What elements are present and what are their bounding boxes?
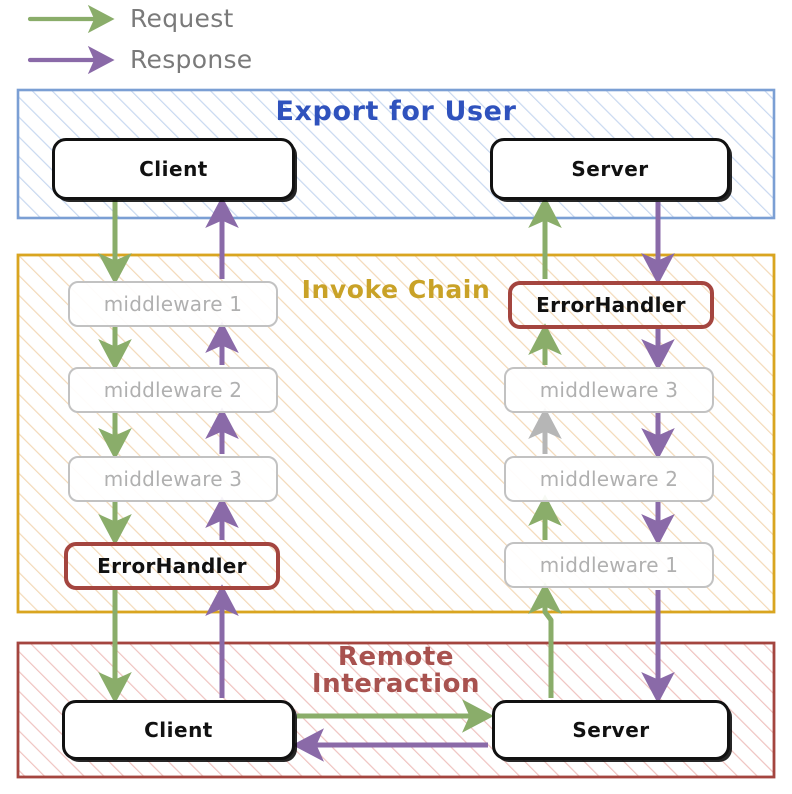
group-title-export-for-user: Export for User — [275, 96, 517, 127]
node-right-middleware-1-label: middleware 1 — [539, 553, 679, 577]
group-title-remote-interaction: Remote Interaction — [311, 642, 481, 700]
node-right-middleware-1[interactable]: middleware 1 — [504, 542, 714, 588]
response-flow-arrows — [205, 196, 675, 762]
node-right-middleware-3-label: middleware 3 — [539, 378, 679, 402]
node-left-middleware-3[interactable]: middleware 3 — [68, 456, 278, 502]
node-left-middleware-2-label: middleware 2 — [103, 378, 243, 402]
node-right-middleware-2[interactable]: middleware 2 — [504, 456, 714, 502]
request-flow-arrows — [98, 196, 562, 733]
group-title-invoke-chain: Invoke Chain — [301, 275, 491, 304]
node-right-middleware-3[interactable]: middleware 3 — [504, 367, 714, 413]
node-bottom-client[interactable]: Client — [62, 700, 295, 760]
legend-label-request: Request — [130, 4, 234, 33]
node-top-server-label: Server — [571, 157, 649, 181]
node-right-error-handler[interactable]: ErrorHandler — [508, 281, 714, 329]
node-left-middleware-2[interactable]: middleware 2 — [68, 367, 278, 413]
legend-label-response: Response — [130, 45, 253, 74]
node-right-error-handler-label: ErrorHandler — [536, 293, 686, 317]
node-left-error-handler[interactable]: ErrorHandler — [64, 542, 280, 590]
node-left-middleware-1-label: middleware 1 — [103, 292, 243, 316]
node-bottom-server[interactable]: Server — [492, 700, 730, 760]
node-bottom-server-label: Server — [572, 718, 650, 742]
node-bottom-client-label: Client — [144, 718, 213, 742]
node-top-client[interactable]: Client — [52, 138, 295, 200]
node-left-middleware-3-label: middleware 3 — [103, 467, 243, 491]
node-left-middleware-1[interactable]: middleware 1 — [68, 281, 278, 327]
node-left-error-handler-label: ErrorHandler — [97, 554, 247, 578]
node-right-middleware-2-label: middleware 2 — [539, 467, 679, 491]
node-top-client-label: Client — [139, 157, 208, 181]
node-top-server[interactable]: Server — [490, 138, 730, 200]
